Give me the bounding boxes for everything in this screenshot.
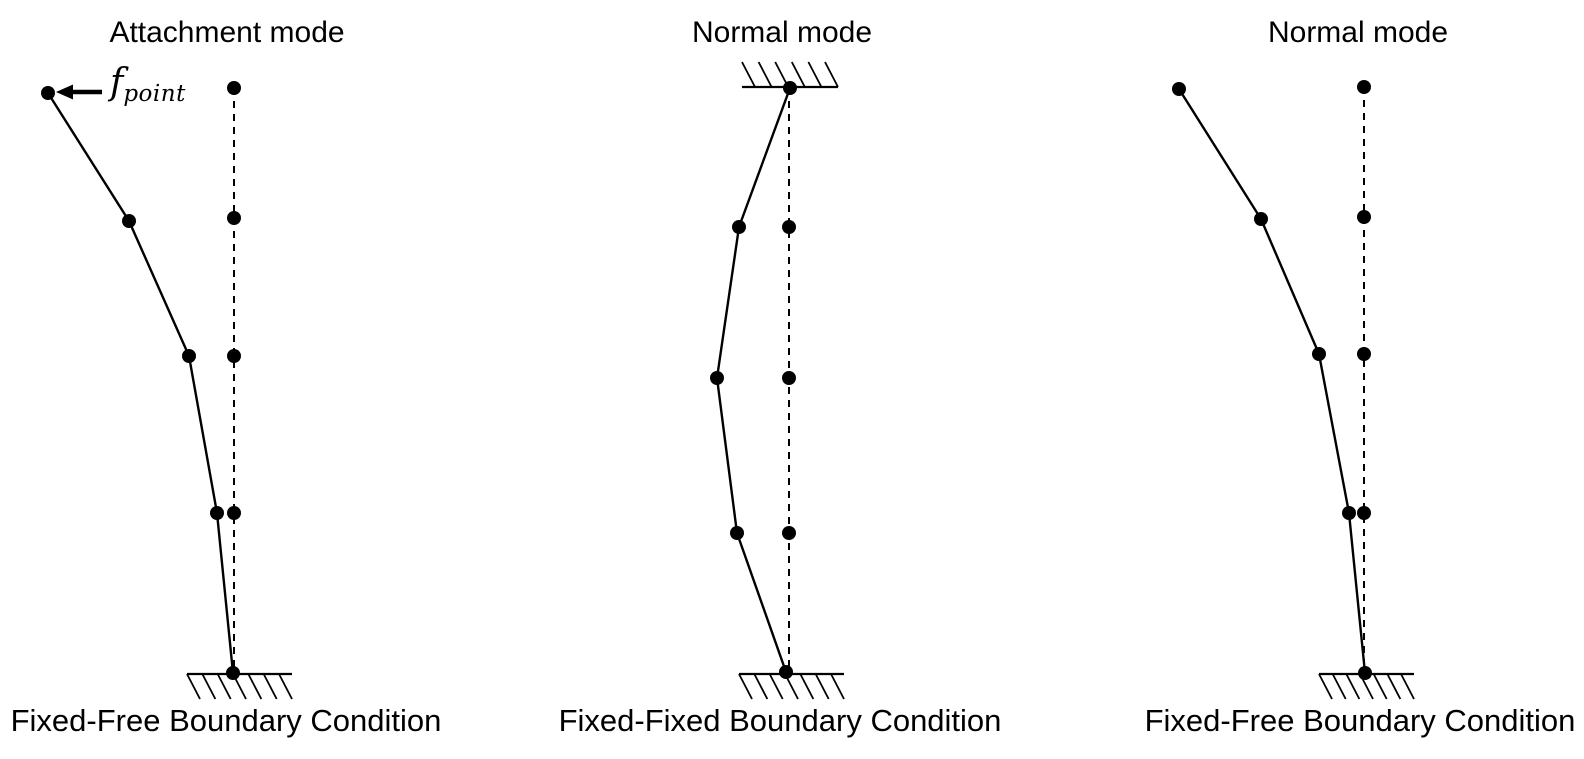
node-dot [1357,80,1371,94]
panel-title-normal-mode-fixed-free: Normal mode [1267,16,1449,49]
node-dot [41,86,55,100]
node-dot [227,506,241,520]
node-dot [1254,212,1268,226]
force-arrow-head [56,84,73,100]
node-dot [182,349,196,363]
fixed-support-bottom-hatch [216,673,232,700]
node-dot [1357,210,1371,224]
fixed-support-top-hatch [791,61,806,88]
caption-fixed-free-right: Fixed-Free Boundary Condition [1144,703,1576,738]
node-dot [227,211,241,225]
fixed-support-bottom-hatch [814,673,830,700]
caption-fixed-free-left: Fixed-Free Boundary Condition [10,703,442,738]
fixed-support-bottom-hatch [830,673,845,700]
fixed-support-bottom-hatch [186,673,201,700]
fixed-support-bottom-hatch [201,673,217,700]
fixed-support-bottom-hatch [262,673,278,700]
fixed-support-bottom-hatch [1400,673,1415,700]
fixed-support-top-hatch [741,61,756,88]
fixed-support-bottom-hatch [1331,673,1347,700]
force-subscript: point [123,81,186,107]
panel-title-normal-mode-fixed-fixed: Normal mode [691,16,873,49]
fixed-support-top-hatch [757,61,773,88]
node-dot [1172,82,1186,96]
force-symbol: f [110,62,124,103]
node-dot [782,371,796,385]
fixed-support-bottom-hatch [278,673,293,700]
node-dot [226,666,240,680]
fixed-support-bottom-hatch [1345,673,1361,700]
fixed-support-bottom-hatch [1318,673,1333,700]
node-dot [227,81,241,95]
point-force-label: fpoint [110,62,186,106]
fixed-support-top-hatch [807,61,823,88]
node-dot [122,214,136,228]
fixed-support-bottom-hatch [247,673,263,700]
node-dot [1358,666,1372,680]
node-dot [227,349,241,363]
deflected-shape [1177,88,1367,674]
panel-title-attachment-mode: Attachment mode [109,16,345,49]
fixed-support-bottom-hatch [799,673,815,700]
fixed-support-top-hatch [824,61,839,88]
node-dot [782,526,796,540]
deflected-shape [715,87,792,673]
fixed-support-bottom-hatch [738,673,753,700]
fixed-support-bottom-hatch [768,673,784,700]
node-dot [210,506,224,520]
node-dot [730,526,744,540]
node-dot [782,220,796,234]
node-dot [732,220,746,234]
node-dot [1357,347,1371,361]
node-dot [1357,506,1371,520]
node-dot [710,371,724,385]
node-dot [1312,347,1326,361]
deflected-shape [46,92,235,674]
node-dot [1342,506,1356,520]
fixed-support-bottom-hatch [753,673,769,700]
fixed-support-bottom-hatch [1372,673,1388,700]
fixed-support-bottom-hatch [1386,673,1402,700]
node-dot [783,81,797,95]
node-dot [779,665,793,679]
caption-fixed-fixed: Fixed-Fixed Boundary Condition [558,703,1002,738]
